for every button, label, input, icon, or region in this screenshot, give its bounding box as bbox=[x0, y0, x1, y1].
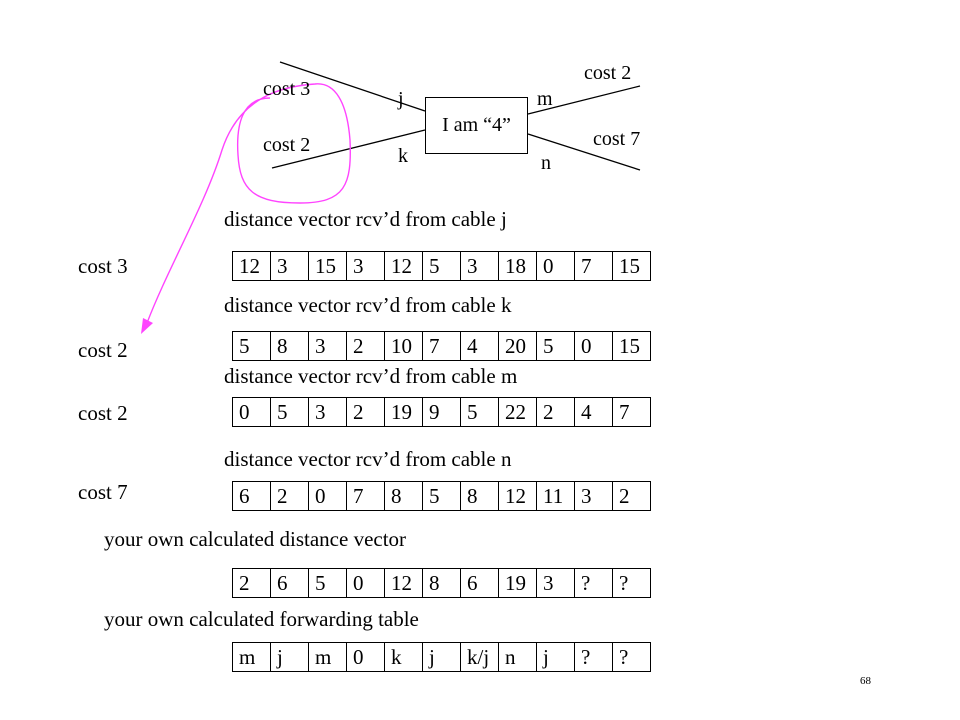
own-vector-cell: 2 bbox=[232, 568, 271, 598]
vector-cell: 9 bbox=[422, 397, 461, 427]
own-vector-cell: 12 bbox=[384, 568, 423, 598]
vector-cell: 2 bbox=[346, 397, 385, 427]
vector-cost-k: cost 2 bbox=[78, 338, 128, 362]
vector-cell: 22 bbox=[498, 397, 537, 427]
cable-m-line bbox=[527, 85, 641, 115]
cable-n-line bbox=[527, 133, 641, 171]
forwarding-cell: ? bbox=[574, 642, 613, 672]
forwarding-cell: m bbox=[232, 642, 271, 672]
own-vector-cell: 6 bbox=[270, 568, 309, 598]
vector-cell: 8 bbox=[384, 481, 423, 511]
node-box: I am “4” bbox=[425, 97, 528, 154]
vector-cell: 5 bbox=[270, 397, 309, 427]
vector-cell: 11 bbox=[536, 481, 575, 511]
vector-cell: 3 bbox=[346, 251, 385, 281]
own-vector-cell: 0 bbox=[346, 568, 385, 598]
vector-cost-n: cost 7 bbox=[78, 480, 128, 504]
cable-label-j: j bbox=[398, 88, 404, 110]
vector-cell: 8 bbox=[270, 331, 309, 361]
cost-label-m: cost 2 bbox=[584, 62, 632, 84]
page-number: 68 bbox=[860, 675, 871, 687]
own-vector-cell: ? bbox=[612, 568, 651, 598]
cost-label-k: cost 2 bbox=[263, 134, 311, 156]
vector-cell: 12 bbox=[384, 251, 423, 281]
vector-cell: 15 bbox=[612, 251, 651, 281]
vector-cell: 0 bbox=[536, 251, 575, 281]
forwarding-cell: 0 bbox=[346, 642, 385, 672]
vector-cost-m: cost 2 bbox=[78, 401, 128, 425]
forwarding-row: m j m 0 k j k/j n j ? ? bbox=[232, 642, 651, 672]
forwarding-cell: j bbox=[270, 642, 309, 672]
forwarding-cell: m bbox=[308, 642, 347, 672]
cable-label-m: m bbox=[537, 88, 553, 110]
forwarding-cell: k bbox=[384, 642, 423, 672]
vector-cell: 3 bbox=[308, 331, 347, 361]
vector-cell: 5 bbox=[460, 397, 499, 427]
vector-heading-k: distance vector rcv’d from cable k bbox=[224, 293, 512, 317]
vector-row-j: 12 3 15 3 12 5 3 18 0 7 15 bbox=[232, 251, 651, 281]
cable-j-line bbox=[279, 61, 426, 112]
vector-cell: 3 bbox=[574, 481, 613, 511]
vector-cell: 0 bbox=[574, 331, 613, 361]
vector-cell: 3 bbox=[270, 251, 309, 281]
cable-k-line bbox=[271, 129, 426, 169]
vector-cell: 4 bbox=[574, 397, 613, 427]
vector-cell: 7 bbox=[612, 397, 651, 427]
vector-heading-n: distance vector rcv’d from cable n bbox=[224, 447, 512, 471]
forwarding-cell: j bbox=[422, 642, 461, 672]
own-vector-cell: 3 bbox=[536, 568, 575, 598]
forwarding-cell: ? bbox=[612, 642, 651, 672]
vector-cell: 3 bbox=[460, 251, 499, 281]
vector-cell: 15 bbox=[308, 251, 347, 281]
cable-label-k: k bbox=[398, 145, 408, 167]
own-vector-cell: 19 bbox=[498, 568, 537, 598]
vector-cell: 12 bbox=[498, 481, 537, 511]
vector-cell: 6 bbox=[232, 481, 271, 511]
own-vector-cell: 5 bbox=[308, 568, 347, 598]
vector-cell: 18 bbox=[498, 251, 537, 281]
vector-cell: 2 bbox=[612, 481, 651, 511]
vector-cell: 2 bbox=[346, 331, 385, 361]
own-vector-heading: your own calculated distance vector bbox=[104, 527, 407, 551]
vector-cell: 8 bbox=[460, 481, 499, 511]
vector-cell: 15 bbox=[612, 331, 651, 361]
vector-cost-j: cost 3 bbox=[78, 254, 128, 278]
vector-cell: 5 bbox=[536, 331, 575, 361]
vector-cell: 2 bbox=[270, 481, 309, 511]
own-vector-row: 2 6 5 0 12 8 6 19 3 ? ? bbox=[232, 568, 651, 598]
forwarding-cell: j bbox=[536, 642, 575, 672]
vector-cell: 4 bbox=[460, 331, 499, 361]
vector-cell: 5 bbox=[422, 251, 461, 281]
vector-cell: 7 bbox=[346, 481, 385, 511]
vector-cell: 2 bbox=[536, 397, 575, 427]
vector-cell: 3 bbox=[308, 397, 347, 427]
vector-cell: 7 bbox=[574, 251, 613, 281]
cost-label-n: cost 7 bbox=[593, 128, 641, 150]
vector-cell: 12 bbox=[232, 251, 271, 281]
annotation-arrowhead bbox=[141, 318, 153, 334]
cost-label-j: cost 3 bbox=[263, 78, 311, 100]
vector-cell: 10 bbox=[384, 331, 423, 361]
forwarding-heading: your own calculated forwarding table bbox=[104, 607, 419, 631]
vector-cell: 5 bbox=[232, 331, 271, 361]
own-vector-cell: 6 bbox=[460, 568, 499, 598]
vector-cell: 0 bbox=[308, 481, 347, 511]
vector-row-k: 5 8 3 2 10 7 4 20 5 0 15 bbox=[232, 331, 651, 361]
vector-row-n: 6 2 0 7 8 5 8 12 11 3 2 bbox=[232, 481, 651, 511]
vector-cell: 19 bbox=[384, 397, 423, 427]
annotation-loop bbox=[146, 83, 352, 324]
vector-heading-m: distance vector rcv’d from cable m bbox=[224, 364, 518, 388]
vector-cell: 20 bbox=[498, 331, 537, 361]
vector-heading-j: distance vector rcv’d from cable j bbox=[224, 207, 507, 231]
own-vector-cell: ? bbox=[574, 568, 613, 598]
vector-cell: 0 bbox=[232, 397, 271, 427]
forwarding-cell: n bbox=[498, 642, 537, 672]
forwarding-cell: k/j bbox=[460, 642, 499, 672]
own-vector-cell: 8 bbox=[422, 568, 461, 598]
vector-cell: 5 bbox=[422, 481, 461, 511]
cable-label-n: n bbox=[541, 152, 551, 174]
vector-row-m: 0 5 3 2 19 9 5 22 2 4 7 bbox=[232, 397, 651, 427]
vector-cell: 7 bbox=[422, 331, 461, 361]
